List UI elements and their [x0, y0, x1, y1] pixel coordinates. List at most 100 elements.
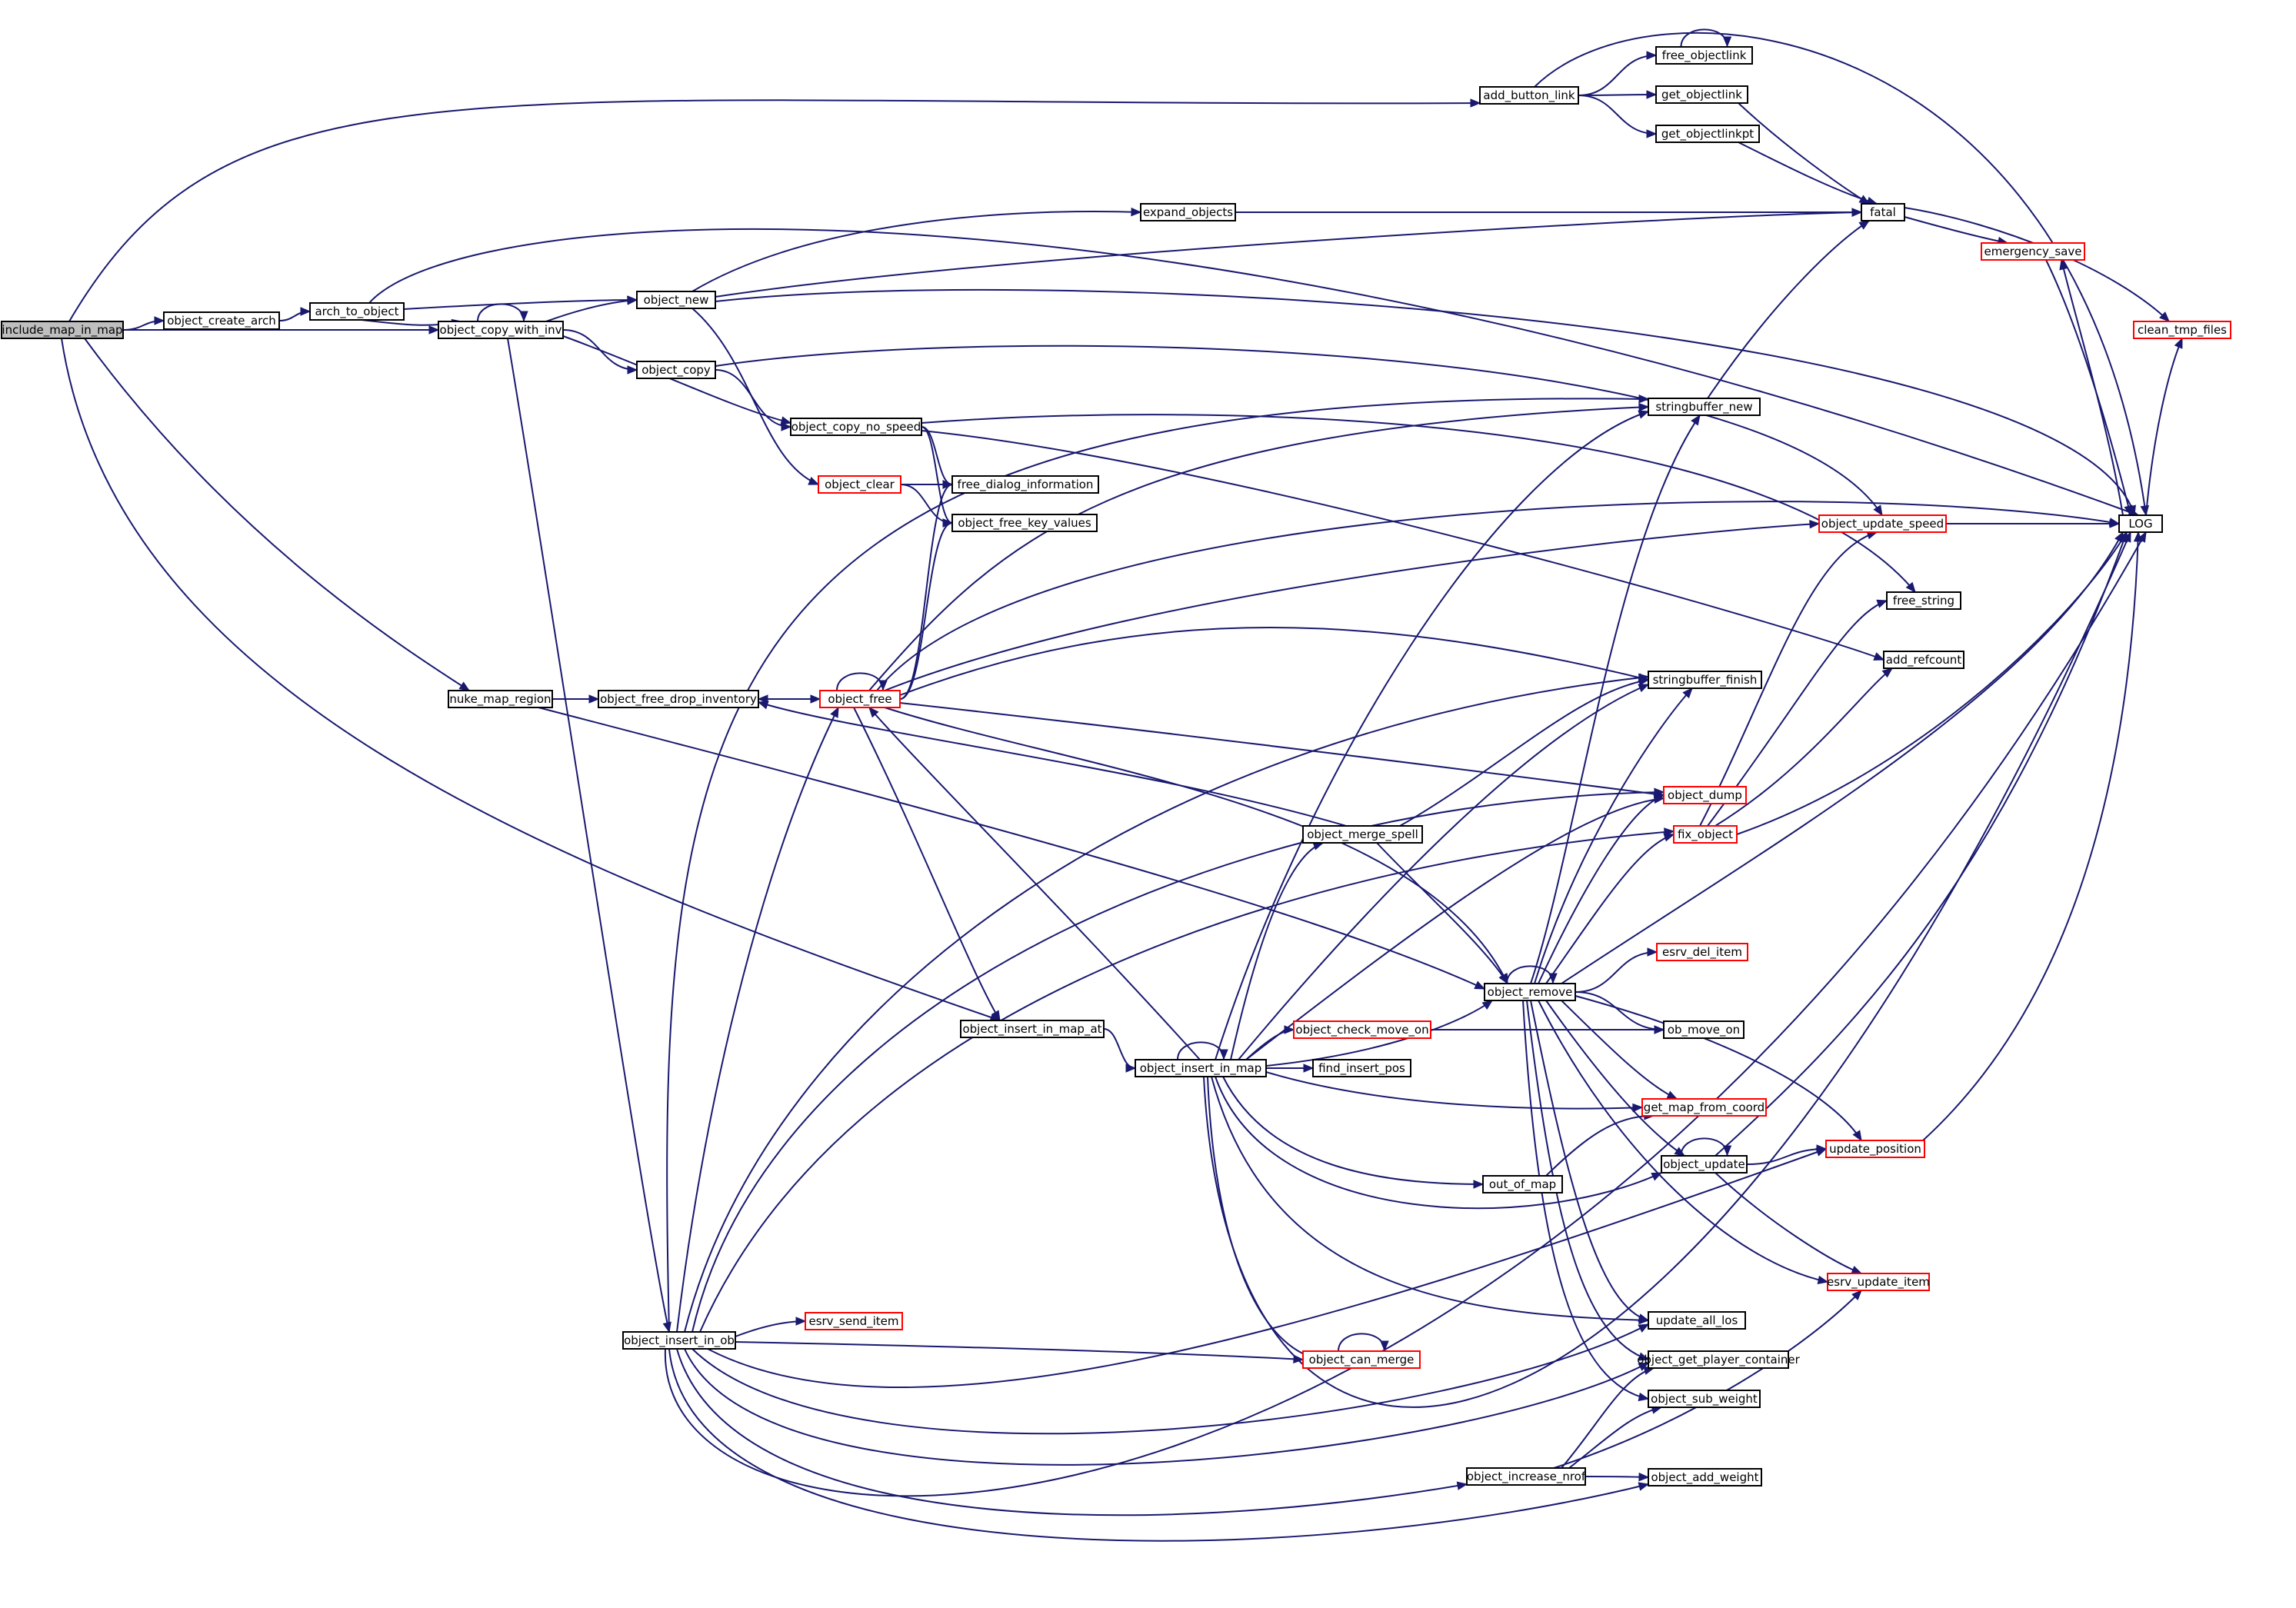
node-get-objectlinkpt[interactable]: get_objectlinkpt — [1655, 125, 1760, 143]
edge-object-free-to-stringbuffer-new-line — [868, 406, 1649, 691]
node-free-dialog-information[interactable]: free_dialog_information — [951, 475, 1099, 494]
node-object-sub-weight[interactable]: object_sub_weight — [1648, 1390, 1761, 1408]
edge-arch-to-object-to-LOG-line — [368, 228, 2139, 516]
node-stringbuffer-new[interactable]: stringbuffer_new — [1648, 398, 1761, 416]
node-find-insert-pos[interactable]: find_insert_pos — [1312, 1059, 1411, 1077]
node-object-can-merge[interactable]: object_can_merge — [1302, 1350, 1421, 1369]
node-expand-objects[interactable]: expand_objects — [1140, 203, 1236, 221]
edge-add-button-link-to-free-objectlink-line — [1578, 55, 1657, 96]
node-update-position[interactable]: update_position — [1825, 1140, 1925, 1158]
edge-object-increase-nrof-to-object-add-weight-arrowhead — [1638, 1472, 1650, 1482]
node-free-objectlink[interactable]: free_objectlink — [1655, 46, 1753, 65]
node-label: out_of_map — [1489, 1177, 1556, 1192]
edge-object-insert-in-map-to-object-update-line — [1215, 1076, 1662, 1210]
edge-object-new-to-fatal — [715, 208, 1863, 298]
node-object-free[interactable]: object_free — [819, 690, 901, 708]
node-object-free-drop-inventory[interactable]: object_free_drop_inventory — [598, 690, 759, 708]
node-object-insert-in-map[interactable]: object_insert_in_map — [1135, 1059, 1267, 1077]
node-box — [1663, 786, 1747, 804]
edge-fix-object-to-free-string — [1707, 599, 1888, 827]
node-object-get-player-container[interactable]: object_get_player_container — [1637, 1350, 1801, 1369]
edge-object-check-move-on-to-ob-move-on-arrowhead — [1654, 1025, 1665, 1034]
edge-object-insert-in-ob-to-object-dump — [691, 787, 1665, 1333]
node-object-insert-in-ob[interactable]: object_insert_in_ob — [622, 1331, 736, 1350]
node-get-map-from-coord[interactable]: get_map_from_coord — [1641, 1098, 1767, 1117]
edge-add-button-link-to-free-objectlink-arrowhead — [1646, 51, 1658, 60]
edge-object-copy-with-inv-to-object-copy — [562, 329, 638, 375]
node-nuke-map-region[interactable]: nuke_map_region — [448, 690, 553, 708]
node-object-copy[interactable]: object_copy — [636, 361, 716, 379]
node-fix-object[interactable]: fix_object — [1673, 825, 1738, 844]
edge-object-insert-in-map-to-get-map-from-coord-arrowhead — [1632, 1103, 1644, 1113]
edge-layer — [61, 28, 2183, 1542]
edge-object-insert-in-map-to-object-dump — [1245, 794, 1665, 1060]
node-label: object_get_player_container — [1637, 1353, 1800, 1367]
node-fatal[interactable]: fatal — [1861, 203, 1905, 221]
node-label: object_free_key_values — [958, 516, 1091, 531]
edge-nuke-map-region-to-object-remove-arrowhead — [1474, 980, 1486, 990]
edge-object-copy-with-inv-to-object-copy-with-inv — [477, 303, 528, 322]
node-object-remove[interactable]: object_remove — [1484, 983, 1576, 1001]
node-box — [805, 1312, 903, 1330]
node-free-string[interactable]: free_string — [1886, 591, 1961, 610]
node-object-clear[interactable]: object_clear — [818, 475, 901, 494]
node-box — [309, 302, 405, 321]
node-esrv-del-item[interactable]: esrv_del_item — [1656, 943, 1748, 961]
node-object-check-move-on[interactable]: object_check_move_on — [1293, 1020, 1431, 1039]
node-add-refcount[interactable]: add_refcount — [1883, 651, 1964, 669]
node-object-insert-in-map-at[interactable]: object_insert_in_map_at — [960, 1020, 1105, 1038]
edge-object-insert-in-ob-to-fix-object-arrowhead — [1664, 827, 1675, 837]
node-esrv-update-item[interactable]: esrv_update_item — [1827, 1273, 1930, 1291]
node-update-all-los[interactable]: update_all_los — [1648, 1311, 1746, 1330]
node-object-update-speed[interactable]: object_update_speed — [1818, 514, 1947, 533]
edge-object-new-to-expand-objects-arrowhead — [1131, 207, 1142, 217]
node-object-copy-no-speed[interactable]: object_copy_no_speed — [790, 418, 922, 436]
node-clean-tmp-files[interactable]: clean_tmp_files — [2133, 321, 2231, 339]
node-label: free_string — [1893, 594, 1954, 608]
node-object-merge-spell[interactable]: object_merge_spell — [1302, 825, 1423, 844]
edge-object-free-to-object-dump-line — [899, 702, 1665, 796]
node-object-add-weight[interactable]: object_add_weight — [1648, 1468, 1762, 1486]
edge-object-remove-to-update-all-los-line — [1530, 1000, 1649, 1321]
edge-object-insert-in-map-to-stringbuffer-finish-line — [1238, 684, 1649, 1060]
edge-object-insert-in-ob-to-stringbuffer-new-line — [666, 398, 1649, 1333]
edge-object-insert-in-ob-to-stringbuffer-finish-arrowhead — [1638, 673, 1650, 683]
node-arch-to-object[interactable]: arch_to_object — [309, 302, 405, 321]
edge-object-check-move-on-to-ob-move-on — [1430, 1025, 1665, 1034]
edge-object-copy-no-speed-to-add-refcount — [921, 430, 1885, 661]
node-LOG[interactable]: LOG — [2118, 514, 2163, 533]
edge-object-copy-no-speed-to-add-refcount-line — [921, 430, 1884, 661]
edge-object-insert-in-ob-to-esrv-send-item-line — [735, 1320, 806, 1337]
node-stringbuffer-finish[interactable]: stringbuffer_finish — [1648, 671, 1762, 689]
node-object-update[interactable]: object_update — [1661, 1155, 1748, 1174]
node-object-dump[interactable]: object_dump — [1663, 786, 1747, 804]
node-include-map-in-map[interactable]: include_map_in_map — [1, 321, 124, 339]
edge-object-insert-in-map-at-to-object-insert-in-map-arrowhead — [1125, 1064, 1137, 1073]
node-esrv-send-item[interactable]: esrv_send_item — [805, 1312, 903, 1330]
edge-object-increase-nrof-to-esrv-update-item-arrowhead — [1851, 1290, 1862, 1300]
node-emergency-save[interactable]: emergency_save — [1981, 242, 2085, 261]
edge-object-update-to-update-position-line — [1746, 1148, 1827, 1165]
edge-object-update-to-object-update — [1680, 1137, 1732, 1157]
node-ob-move-on[interactable]: ob_move_on — [1663, 1020, 1744, 1039]
node-label: object_free_drop_inventory — [600, 692, 757, 707]
edge-object-copy-to-object-copy-no-speed-arrowhead — [781, 422, 792, 431]
node-object-create-arch[interactable]: object_create_arch — [163, 311, 280, 330]
node-label: object_insert_in_map — [1140, 1061, 1262, 1076]
node-label: object_clear — [825, 478, 895, 492]
node-box — [1135, 1059, 1267, 1077]
node-object-free-key-values[interactable]: object_free_key_values — [951, 514, 1098, 532]
node-box — [1886, 591, 1961, 610]
node-object-copy-with-inv[interactable]: object_copy_with_inv — [438, 321, 564, 339]
node-add-button-link[interactable]: add_button_link — [1479, 86, 1579, 105]
node-object-new[interactable]: object_new — [636, 291, 716, 309]
edge-object-insert-in-map-to-out-of-map-line — [1222, 1076, 1484, 1185]
edge-object-remove-to-object-get-player-container-line — [1526, 1000, 1649, 1360]
node-get-objectlink[interactable]: get_objectlink — [1655, 85, 1748, 104]
edge-object-clear-to-object-free-key-values-line — [900, 484, 953, 524]
edge-out-of-map-to-get-map-from-coord-line — [1545, 1114, 1655, 1177]
node-out-of-map[interactable]: out_of_map — [1482, 1175, 1563, 1194]
node-box — [1883, 651, 1964, 669]
node-object-increase-nrof[interactable]: object_increase_nrof — [1466, 1467, 1586, 1486]
edge-object-free-to-object-dump — [899, 702, 1665, 799]
